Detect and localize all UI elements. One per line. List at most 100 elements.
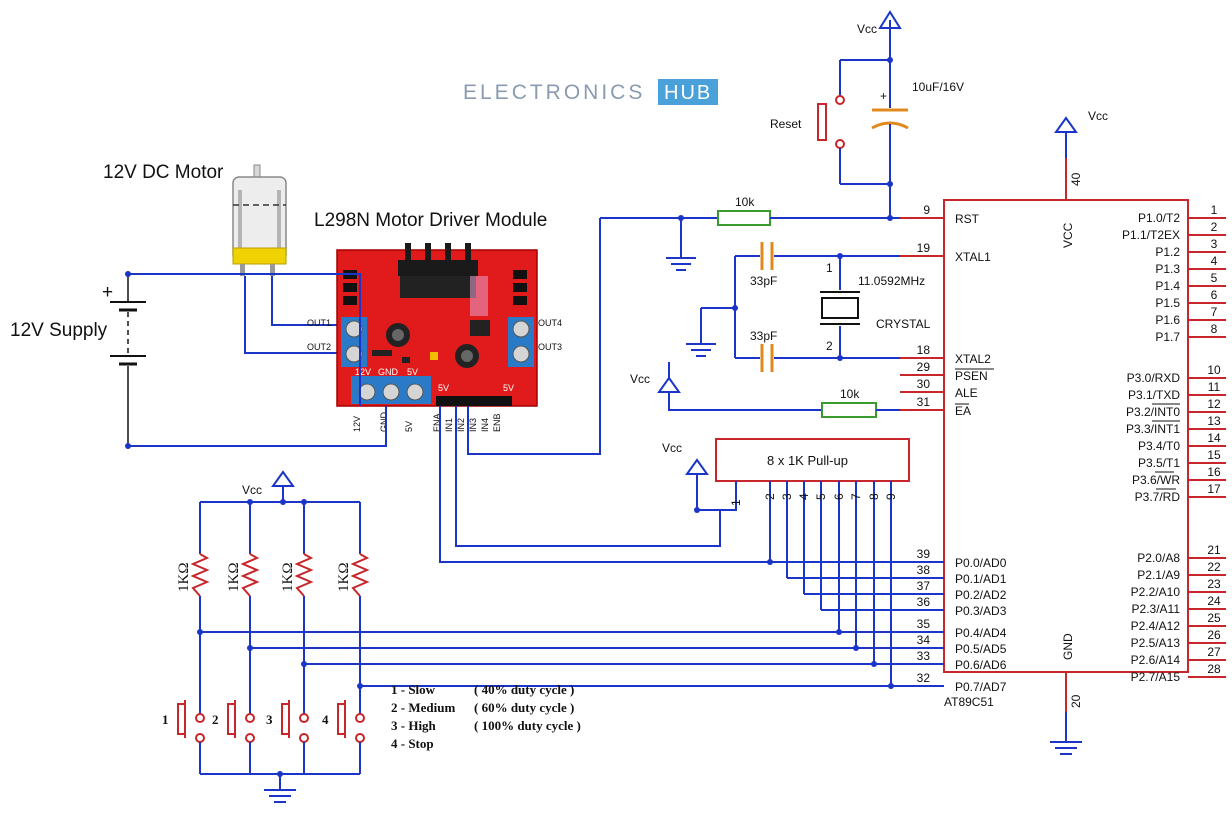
mcu-right-pin-num: 16 — [1207, 465, 1221, 479]
mcu-right-pin-num: 3 — [1211, 237, 1218, 251]
out1-label: OUT1 — [307, 318, 331, 328]
mcu-left-pin-name: P0.7/AD7 — [955, 680, 1007, 694]
mcu-left-pin-name: P0.1/AD1 — [955, 572, 1007, 586]
pullup-pin-num: 4 — [797, 493, 811, 500]
mcu-left-pin-num: 38 — [917, 563, 931, 577]
mcu-right-pin-num: 5 — [1211, 271, 1218, 285]
mcu-left-pin-num: 36 — [917, 595, 931, 609]
mcu-right-pin-num: 13 — [1207, 414, 1221, 428]
mcu-at89c51: AT89C51 Vcc 40 VCC 20 GND — [943, 109, 1189, 755]
mcu-right-pin-name: P3.1/TXD — [1128, 388, 1180, 402]
pullup-pin-num: 8 — [867, 493, 881, 500]
mcu-left-pin-name: P0.2/AD2 — [955, 588, 1007, 602]
mcu-right-pin-num: 10 — [1207, 363, 1221, 377]
crystal-network: 33pF 33pF 11.0592MHz CRYSTAL 1 2 — [686, 242, 944, 372]
button-number: 2 — [212, 712, 219, 727]
pullup-pin-num: 6 — [832, 493, 846, 500]
resistor-label: 1KΩ — [336, 563, 352, 592]
mcu-right-pin-num: 24 — [1207, 594, 1221, 608]
mcu-left-pin-name: P0.5/AD5 — [955, 642, 1007, 656]
mcu-left-pin-num: 37 — [917, 579, 931, 593]
hdr-5v-left: 5V — [438, 383, 449, 393]
pullup-pin-num: 2 — [763, 493, 777, 500]
mcu-right-pin-name: P1.5 — [1155, 296, 1180, 310]
mcu-left-pin-num: 29 — [917, 360, 931, 374]
brand-hub-box — [658, 79, 718, 105]
port0-bus — [200, 406, 944, 689]
mcu-vcc-label: VCC — [1061, 222, 1075, 248]
mcu-right-pin-name: P2.6/A14 — [1131, 653, 1181, 667]
pullup-pin-num: 9 — [884, 493, 898, 500]
mcu-left-pin-num: 34 — [917, 633, 931, 647]
mcu-left-pins: 9RST19XTAL118XTAL229PSEN30ALE31EA39P0.0/… — [900, 203, 1007, 694]
vcc-ea-label: Vcc — [630, 372, 650, 386]
mcu-left-pin-name: P0.4/AD4 — [955, 626, 1007, 640]
motor-wire-out1 — [271, 276, 340, 326]
mcu-right-pin-name: P1.2 — [1155, 245, 1180, 259]
pin-overlines — [955, 368, 1180, 490]
mcu-right-pin-name: P2.5/A13 — [1131, 636, 1181, 650]
button-array: Vcc — [200, 470, 360, 505]
pin-5v: 5V — [404, 421, 414, 432]
mcu-right-pin-name: P3.4/T0 — [1138, 439, 1180, 453]
mcu-right-pin-num: 22 — [1207, 560, 1221, 574]
mcu-left-pin-num: 30 — [917, 377, 931, 391]
out4-label: OUT4 — [538, 318, 562, 328]
mcu-left-pin-num: 18 — [917, 343, 931, 357]
vcc-buttons-label: Vcc — [242, 483, 262, 497]
mcu-right-pin-num: 7 — [1211, 305, 1218, 319]
mcu-left-pin-name: PSEN — [955, 369, 988, 383]
mcu-right-pin-num: 23 — [1207, 577, 1221, 591]
mcu-left-pin-num: 31 — [917, 395, 931, 409]
resistor-label: 1KΩ — [176, 563, 192, 592]
c1-label: 33pF — [750, 274, 777, 288]
pin-in1: IN1 — [444, 418, 454, 432]
r-ea-label: 10k — [840, 387, 860, 401]
mcu-left-pin-name: ALE — [955, 386, 978, 400]
mcu-right-pin-name: P3.3/INT1 — [1126, 422, 1180, 436]
mcu-pin20: 20 — [1069, 694, 1083, 708]
mcu-right-pin-num: 28 — [1207, 662, 1221, 676]
brand-logo: ELECTRONICS HUB — [463, 79, 718, 105]
mcu-left-pin-num: 39 — [917, 547, 931, 561]
cap-value: 10uF/16V — [912, 80, 964, 94]
out2-label: OUT2 — [307, 342, 331, 352]
pullup-pin-num: 7 — [849, 493, 863, 500]
xtal-pin1: 1 — [826, 261, 833, 275]
mcu-right-pin-num: 15 — [1207, 448, 1221, 462]
driver-bottom-pins: 12V GND 5V ENA IN1 IN2 IN3 IN4 ENB — [352, 412, 502, 433]
c2-label: 33pF — [750, 329, 777, 343]
reset-label: Reset — [770, 117, 802, 131]
mcu-right-pin-name: P1.3 — [1155, 262, 1180, 276]
l298n-module: OUT1 OUT2 OUT4 OUT3 12V GND 5V 5V 5V — [307, 243, 562, 407]
legend-2-desc: ( 100% duty cycle ) — [474, 718, 581, 733]
vcc-pullup-label: Vcc — [662, 441, 682, 455]
button-gnd — [200, 771, 360, 803]
mcu-left-pin-name: P0.0/AD0 — [955, 556, 1007, 570]
mcu-right-pin-num: 21 — [1207, 543, 1221, 557]
button-number: 4 — [322, 712, 329, 727]
mcu-right-pin-name: P2.2/A10 — [1131, 585, 1181, 599]
mcu-right-pin-name: P3.6/WR — [1132, 473, 1180, 487]
mcu-right-pin-num: 2 — [1211, 220, 1218, 234]
mcu-left-pin-num: 19 — [917, 241, 931, 255]
pin-enb: ENB — [492, 413, 502, 432]
mcu-right-pin-name: P3.5/T1 — [1138, 456, 1180, 470]
mcu-left-pin-num: 32 — [917, 671, 931, 685]
mcu-right-pin-name: P2.4/A12 — [1131, 619, 1181, 633]
mcu-right-pin-num: 14 — [1207, 431, 1221, 445]
hdr-5v-right: 5V — [503, 383, 514, 393]
mcu-right-pin-num: 17 — [1207, 482, 1221, 496]
pin-in2: IN2 — [456, 418, 466, 432]
mcu-right-pin-num: 25 — [1207, 611, 1221, 625]
resistor-label: 1KΩ — [226, 563, 242, 592]
reset-circuit: Vcc Reset + 10uF/16V — [770, 10, 964, 218]
pullup-label: 8 x 1K Pull-up — [767, 453, 848, 468]
button-4: 1KΩ 4 — [322, 502, 370, 774]
ea-network: Vcc 10k — [630, 362, 944, 418]
motor-wire-out2 — [244, 276, 340, 354]
